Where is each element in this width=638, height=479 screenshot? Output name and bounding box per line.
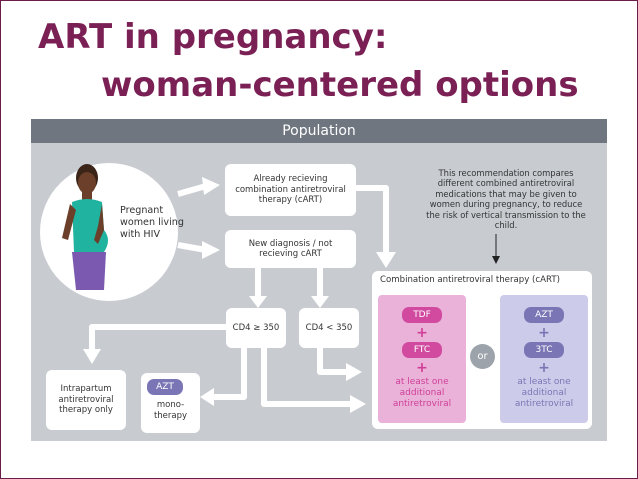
azt-pill: AZT (524, 307, 564, 323)
population-label: Pregnant women living with HIV (120, 205, 190, 241)
arrow-cd4-high-to-mono (210, 348, 244, 397)
pregnant-woman-illustration (52, 160, 122, 300)
ftc-pill: FTC (402, 342, 442, 358)
option-b-plus-1: + (534, 326, 554, 340)
option-a-plus-2: + (412, 361, 432, 375)
box-intrapartum: Intrapartum antiretroviral therapy only (46, 370, 126, 430)
azt-mono-pill: AZT (147, 379, 183, 395)
option-a-plus-1: + (412, 326, 432, 340)
box-already-receiving: Already recieving combination antiretrov… (225, 164, 356, 216)
or-connector: or (470, 344, 495, 369)
arrow-cd4-low-to-cart (320, 348, 350, 372)
arrow-cd4-high-to-intrapartum (92, 327, 226, 352)
arrow-cd4-high-to-cart (264, 348, 352, 404)
box-cd4-low: CD4 < 350 (299, 308, 359, 348)
monotherapy-label: mono-therapy (141, 400, 200, 421)
arrow-to-already (178, 186, 206, 194)
arrow-already-to-cart (356, 188, 386, 254)
option-b-plus-2: + (534, 361, 554, 375)
arrow-to-new-diagnosis (178, 245, 206, 250)
tdf-pill: TDF (402, 307, 442, 323)
box-new-diagnosis: New diagnosis / not recieving cART (225, 230, 356, 268)
option-b-additional: at least one additional antiretroviral (510, 377, 578, 410)
recommendation-note: This recommendation compares different c… (422, 168, 590, 230)
box-cd4-high: CD4 ≥ 350 (226, 308, 286, 348)
option-a-additional: at least one additional antiretroviral (388, 377, 456, 410)
cart-title: Combination antiretroviral therapy (cART… (380, 275, 560, 285)
3tc-pill: 3TC (524, 342, 564, 358)
